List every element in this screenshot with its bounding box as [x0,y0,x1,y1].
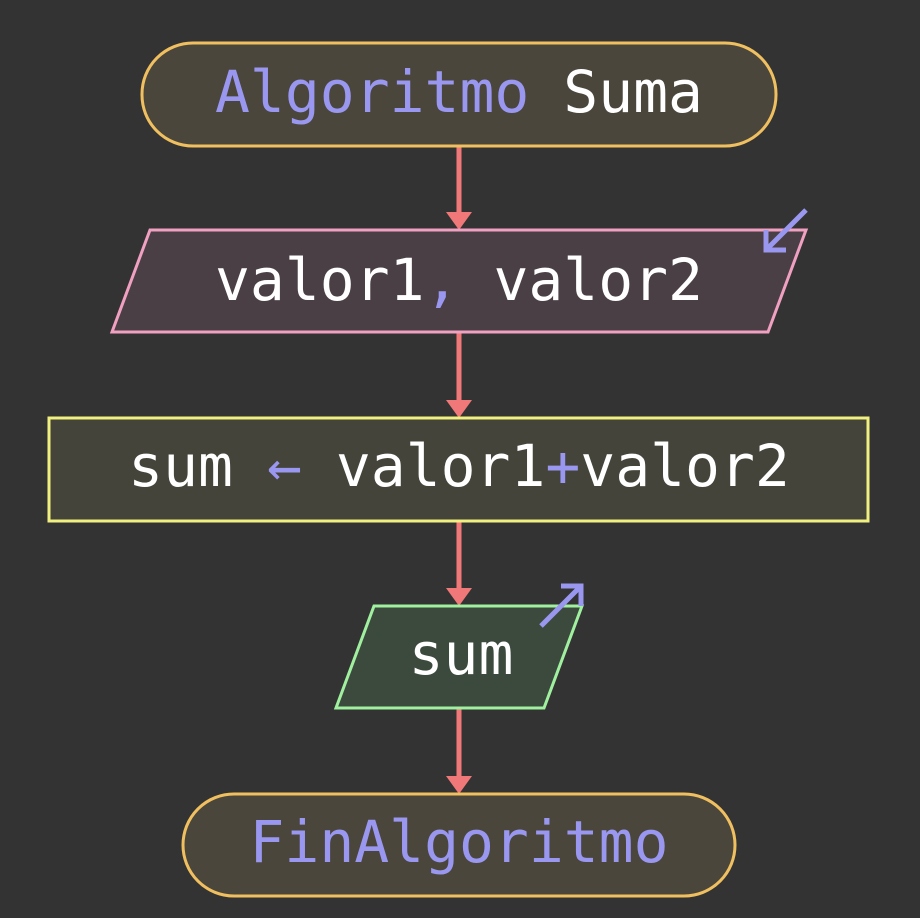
process-assign-operator: ← [267,432,302,500]
start-name: Suma [563,58,703,126]
input-node: valor1, valor2 [109,208,809,334]
connector-process-to-output [446,521,472,606]
svg-text:sum: sum [409,620,514,688]
svg-text:sum←valor1+valor2: sum ← valor1+valor2 [128,432,790,500]
connector-output-to-end [446,708,472,794]
output-arrow-icon [539,583,584,628]
start-node: Algoritmo Suma [140,41,778,148]
process-node: sum ← valor1+valor2 [47,416,870,523]
input-separator: , [425,246,460,314]
end-keyword: FinAlgoritmo [249,808,668,876]
process-operand-1: valor1 [336,432,546,500]
process-target: sum [128,432,233,500]
connector-start-to-input [446,146,472,230]
input-var-2: valor2 [493,246,703,314]
connectors [446,146,472,794]
input-var-1: valor1 [215,246,425,314]
output-node: sum [333,583,585,710]
svg-text:FinAlgoritmo: FinAlgoritmo [249,808,668,876]
input-arrow-icon [763,208,808,253]
process-operand-2: valor2 [580,432,790,500]
svg-text:valor1,valor2: valor1, valor2 [215,246,703,314]
process-plus-operator: + [545,432,580,500]
connector-input-to-process [446,332,472,418]
start-keyword: Algoritmo [215,58,529,126]
end-node: FinAlgoritmo [181,792,737,898]
output-var: sum [409,620,514,688]
